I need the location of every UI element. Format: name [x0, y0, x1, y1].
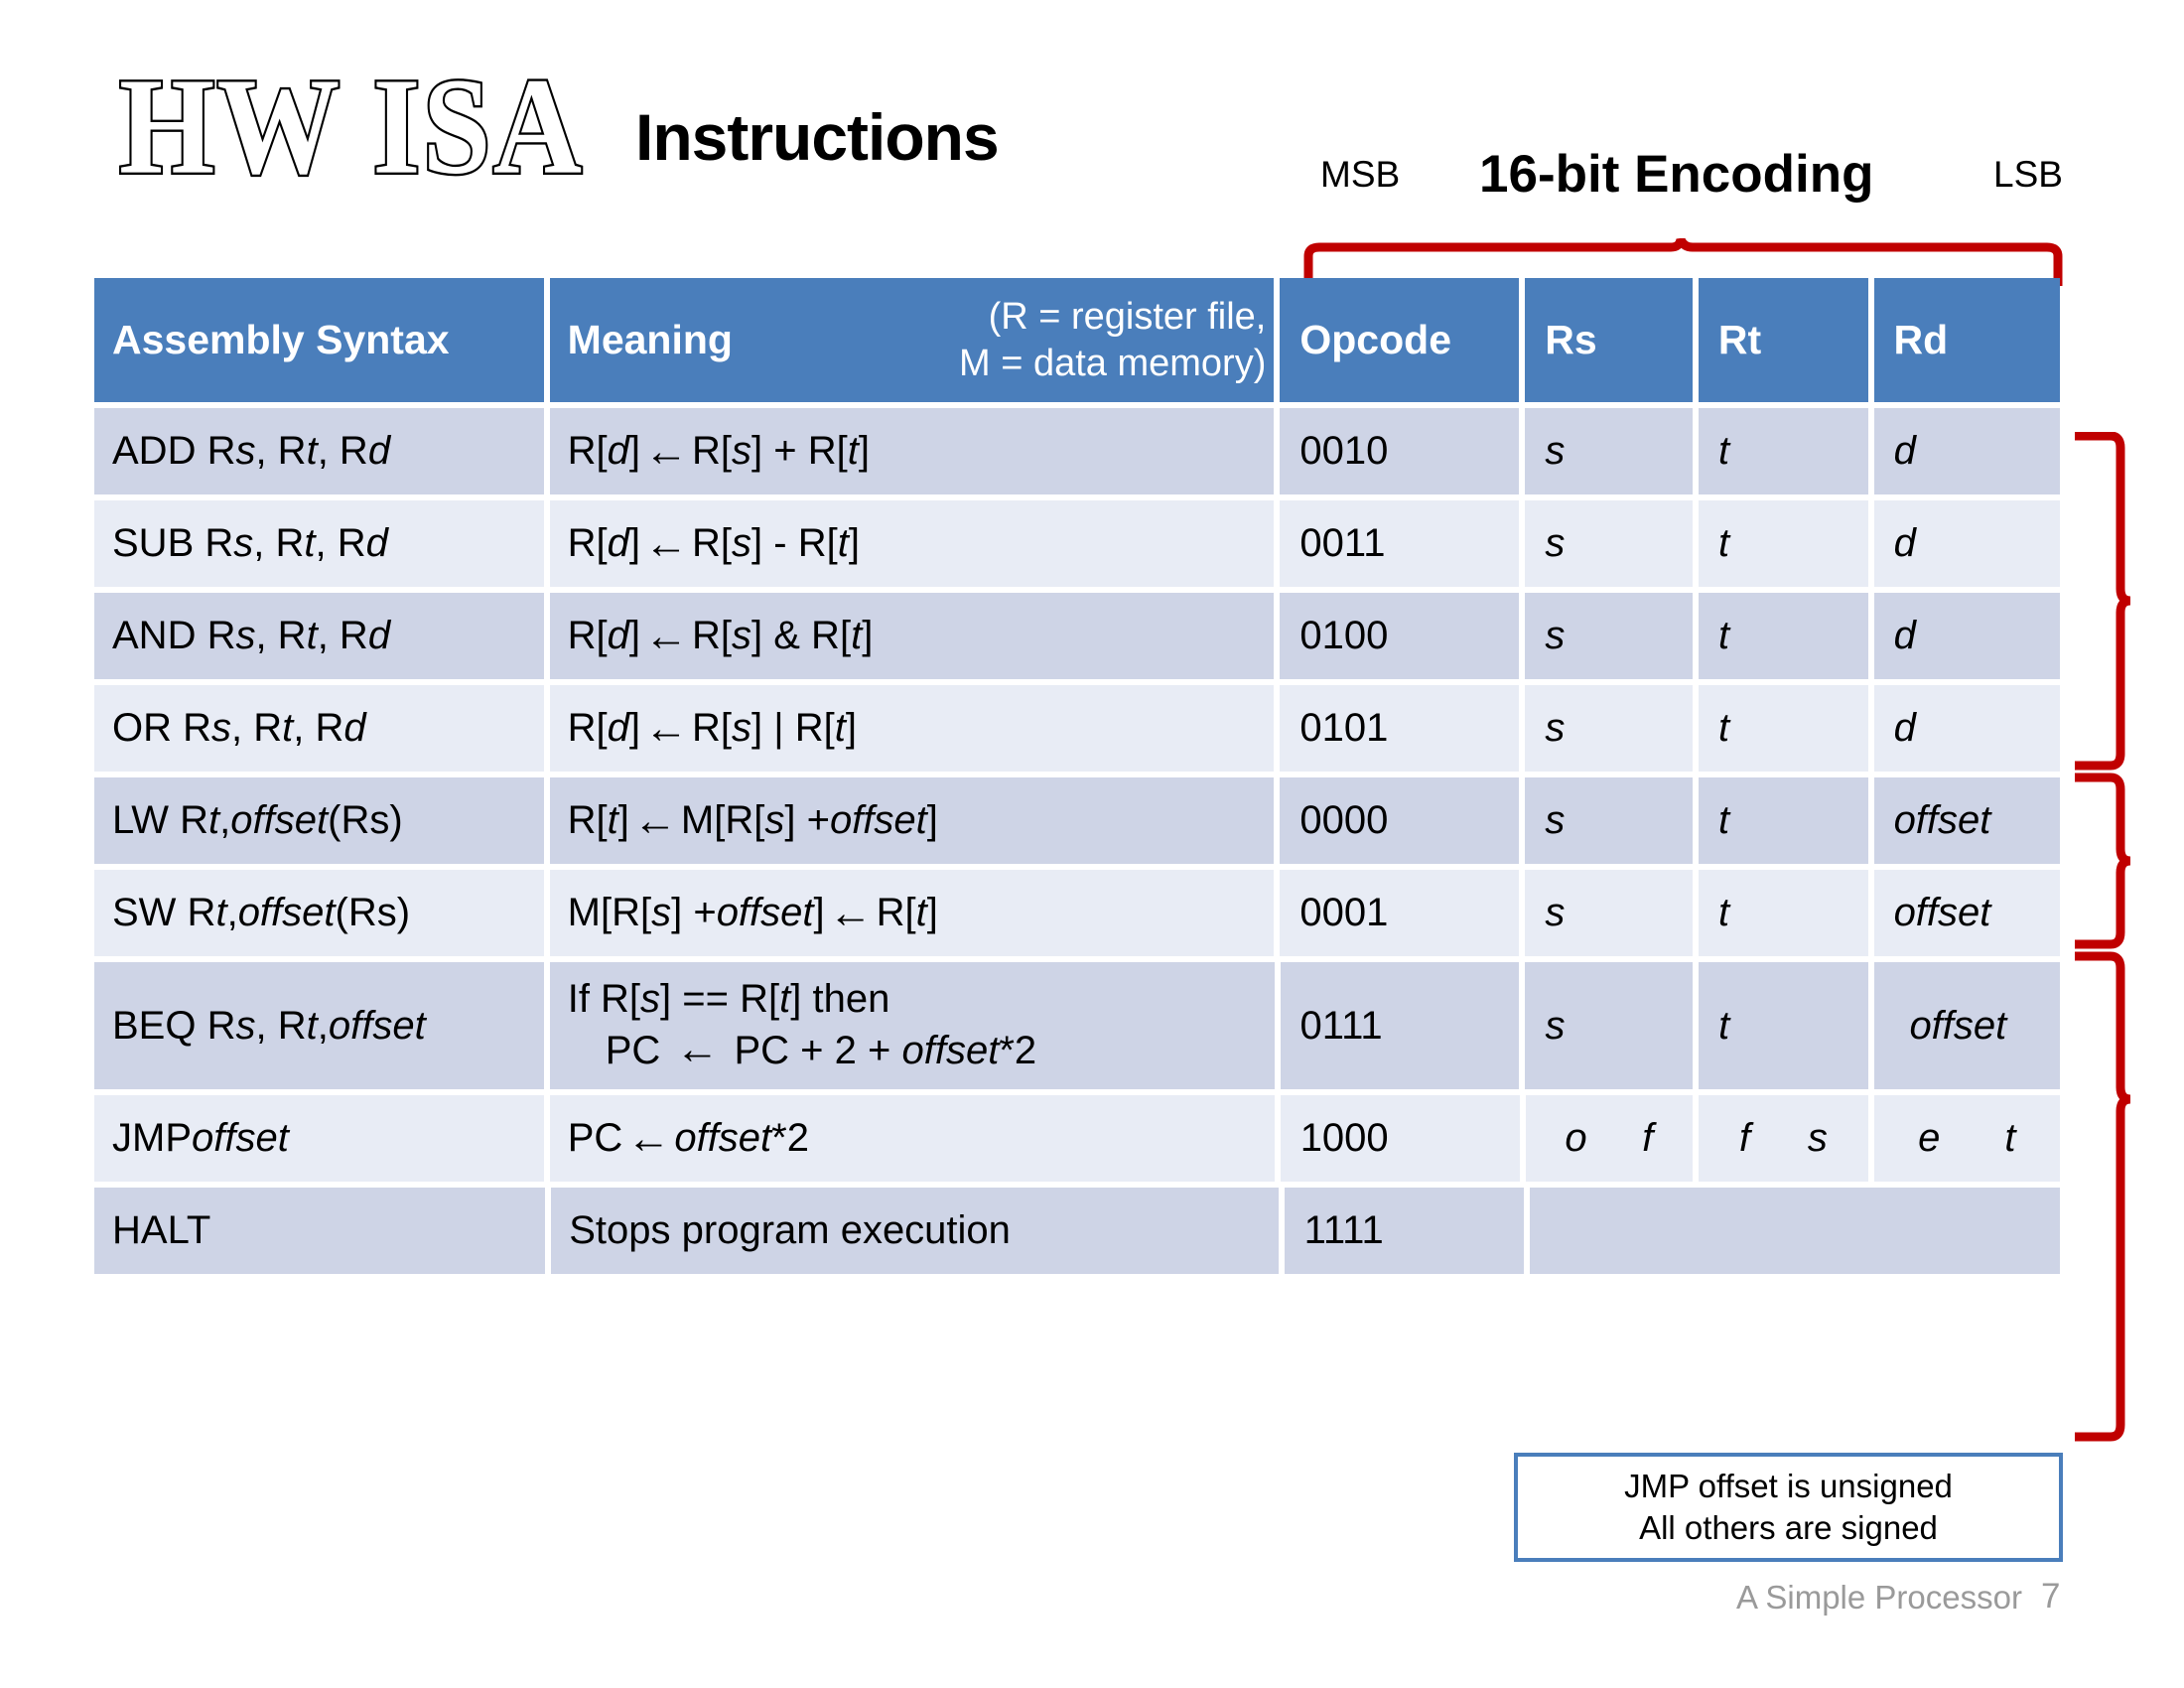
cell-meaning: M[R[s] + offset] ← R[t]: [549, 870, 1275, 956]
table-header-row: Assembly Syntax Meaning (R = register fi…: [94, 278, 2060, 402]
header-meaning-label: Meaning: [567, 316, 733, 362]
instruction-group-braces-icon: [2073, 431, 2132, 1445]
msb-label: MSB: [1320, 154, 1401, 195]
cell-rt: t: [1698, 593, 1868, 679]
cell-opcode: 0100: [1280, 593, 1520, 679]
header-meaning-note: (R = register file, M = data memory): [754, 294, 1266, 386]
cell-opcode: 0111: [1280, 962, 1520, 1089]
cell-rd: offset: [1873, 777, 2060, 864]
cell-meaning: R[d] ← R[s] & R[t]: [549, 593, 1275, 679]
callout-line-1: JMP offset is unsigned: [1624, 1467, 1953, 1504]
isa-instruction-table: Assembly Syntax Meaning (R = register fi…: [94, 278, 2061, 1280]
cell-rs: s: [1525, 870, 1693, 956]
header-meaning: Meaning (R = register file, M = data mem…: [549, 278, 1275, 402]
cell-opcode: 1111: [1284, 1188, 1525, 1274]
cell-opcode: 0010: [1280, 408, 1520, 494]
cell-rd: d: [1873, 685, 2060, 772]
jmp-offset-letter: t: [2004, 1116, 2016, 1161]
footer-page-number: 7: [2041, 1577, 2061, 1616]
header-rt: Rt: [1698, 278, 1868, 402]
cell-rs: s: [1525, 408, 1693, 494]
cell-assembly-syntax: JMP offset: [94, 1095, 544, 1182]
cell-rt: t: [1698, 500, 1868, 587]
header-rs: Rs: [1525, 278, 1693, 402]
cell-rd: d: [1873, 593, 2060, 679]
header-opcode: Opcode: [1280, 278, 1520, 402]
cell-rt: t: [1698, 408, 1868, 494]
cell-rs: s: [1525, 500, 1693, 587]
encoding-brace-icon: [1303, 237, 2063, 290]
jmp-offset-letter: f: [1642, 1116, 1654, 1161]
signedness-callout: JMP offset is unsigned All others are si…: [1514, 1453, 2063, 1562]
jmp-offset-letter: f: [1739, 1116, 1751, 1161]
cell-opcode: 0011: [1280, 500, 1520, 587]
cell-opcode: 1000: [1280, 1095, 1520, 1182]
cell-meaning: Stops program execution: [551, 1188, 1279, 1274]
cell-rs: s: [1525, 777, 1693, 864]
cell-rd: d: [1873, 500, 2060, 587]
lsb-label: LSB: [1993, 154, 2063, 195]
jmp-offset-letter: s: [1807, 1116, 1828, 1161]
header-assembly-syntax: Assembly Syntax: [94, 278, 544, 402]
cell-meaning: R[d] ← R[s] - R[t]: [549, 500, 1275, 587]
cell-rs: s: [1525, 685, 1693, 772]
cell-opcode: 0101: [1280, 685, 1520, 772]
header-meaning-note-line2: M = data memory): [959, 342, 1267, 384]
cell-meaning: R[d] ← R[s] + R[t]: [549, 408, 1275, 494]
cell-assembly-syntax: HALT: [94, 1188, 546, 1274]
callout-line-2: All others are signed: [1639, 1509, 1938, 1546]
cell-meaning: PC ← offset*2: [549, 1095, 1275, 1182]
page-title: Instructions: [635, 100, 1000, 174]
cell-encoding-fields-empty: [1530, 1188, 2060, 1274]
jmp-offset-letter: o: [1565, 1116, 1587, 1161]
cell-opcode: 0001: [1280, 870, 1520, 956]
cell-rt: t: [1699, 962, 1868, 1089]
cell-rt: t: [1698, 870, 1868, 956]
cell-rd: offset: [1873, 870, 2060, 956]
header-meaning-note-line1: (R = register file,: [988, 296, 1267, 339]
jmp-offset-letter: e: [1918, 1116, 1941, 1161]
cell-rt: t: [1698, 777, 1868, 864]
encoding-title: 16-bit Encoding: [1479, 145, 1874, 204]
hw-isa-logo: HW ISA: [117, 49, 585, 204]
cell-rt: t: [1698, 685, 1868, 772]
cell-rd: offset: [1873, 962, 2060, 1089]
footer-title: A Simple Processor: [1736, 1579, 2022, 1616]
cell-opcode: 0000: [1280, 777, 1520, 864]
cell-meaning: R[t] ← M[R[s] + offset]: [549, 777, 1275, 864]
header-rd: Rd: [1873, 278, 2060, 402]
cell-meaning: R[d] ← R[s] | R[t]: [549, 685, 1275, 772]
cell-rd: d: [1873, 408, 2060, 494]
cell-rs: s: [1525, 593, 1693, 679]
cell-rs: s: [1525, 962, 1694, 1089]
